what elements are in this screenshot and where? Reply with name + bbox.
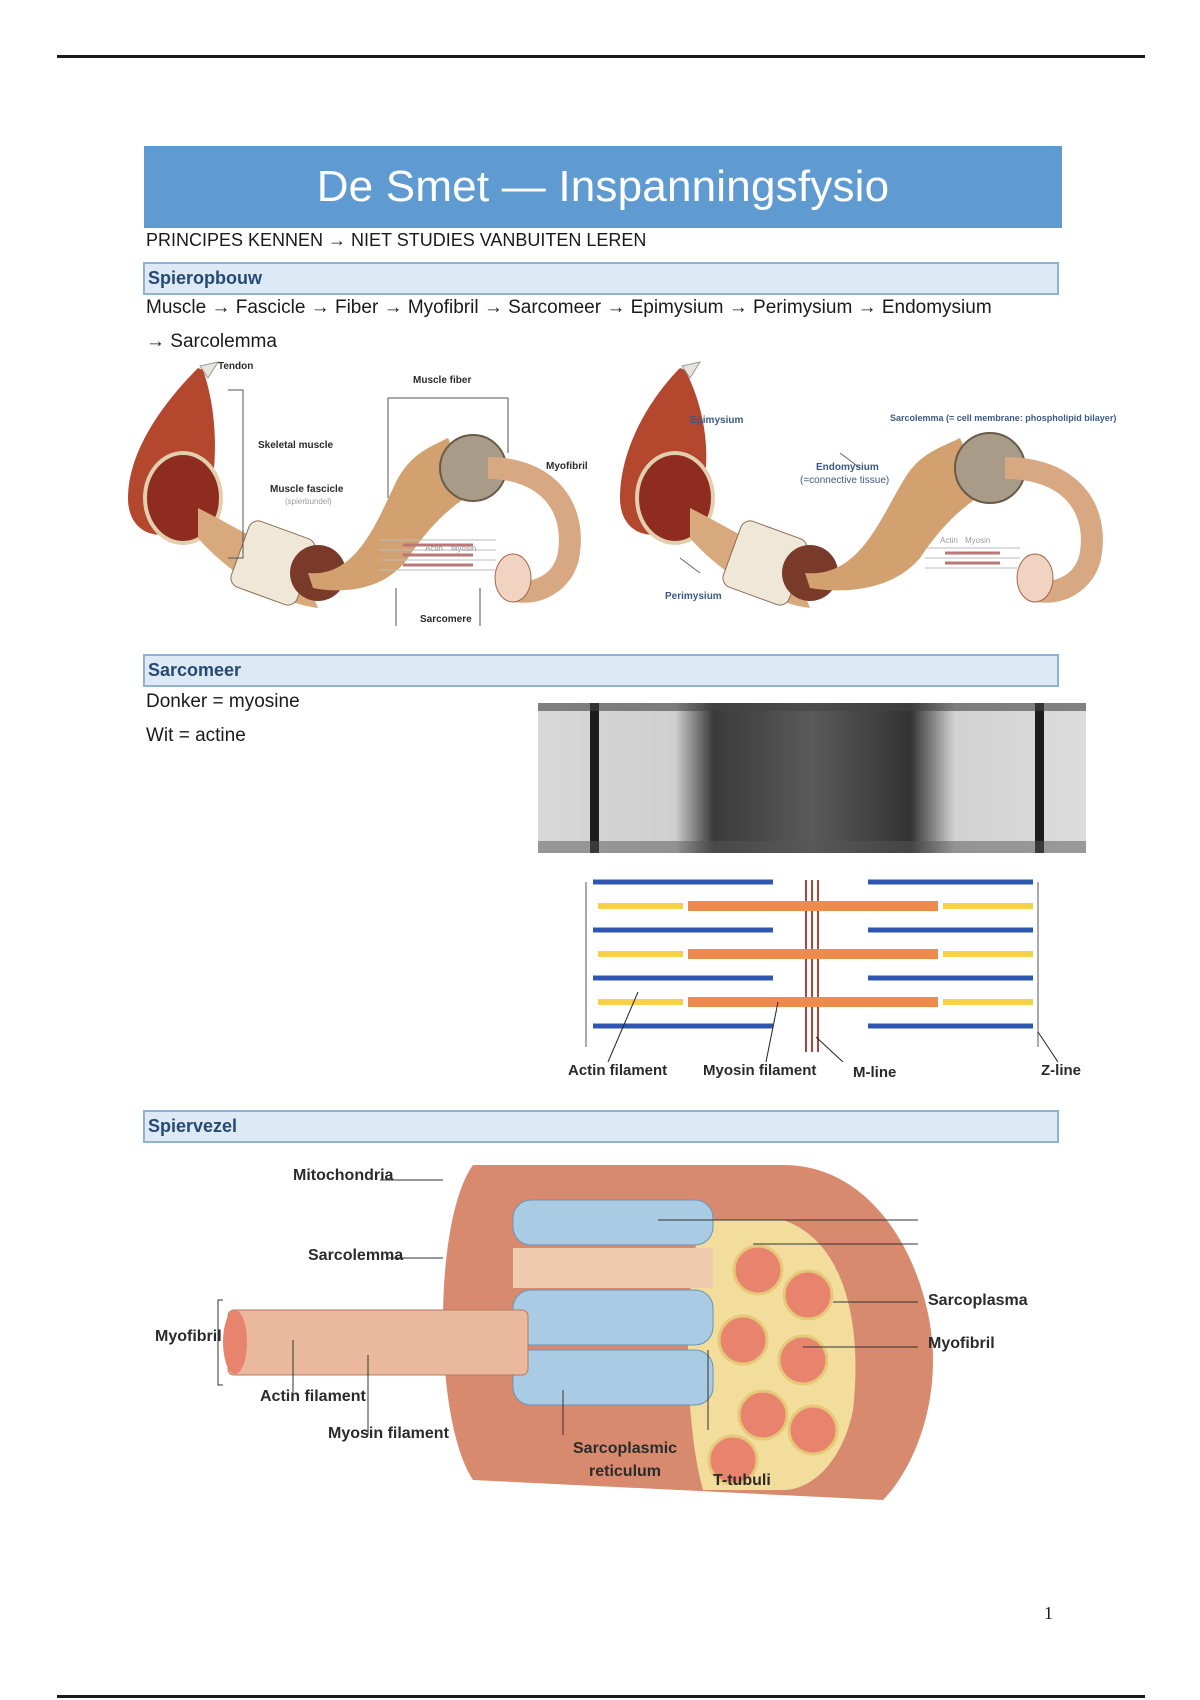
label-muscle-fascicle: Muscle fascicle [270, 484, 344, 495]
label-endomysium: Endomysium [816, 462, 879, 473]
em-top-edge [538, 703, 1086, 711]
label-tendon: Tendon [218, 361, 254, 372]
label-sarcoplasma: Sarcoplasma [928, 1292, 1028, 1309]
myofibril-circle-0 [732, 1244, 784, 1296]
label-myofibril-left: Myofibril [155, 1328, 222, 1345]
electron-micrograph [538, 703, 1086, 853]
structure-chain-line-1: Muscle → Fascicle → Fiber → Myofibril → … [146, 297, 992, 318]
label-endomysium-note: (=connective tissue) [800, 475, 890, 486]
myofibril-bracket [217, 1299, 223, 1386]
exposed-myofibril [513, 1248, 713, 1288]
fiber-shape-right [805, 438, 985, 591]
muscle-hierarchy-figure-left: Tendon Skeletal muscle Muscle fascicle (… [128, 358, 608, 626]
em-band-background [538, 703, 1086, 853]
tendon-shape-right [681, 361, 702, 379]
em-bottom-edge [538, 841, 1086, 853]
label-sarcomere: Sarcomere [420, 614, 472, 625]
label-mitochondria: Mitochondria [293, 1167, 394, 1184]
muscle-fiber-shape [308, 438, 473, 591]
sarcomere-schematic-right [925, 547, 1020, 569]
myofibril-end [494, 553, 532, 603]
myofibril-end-face [223, 1310, 247, 1374]
label-actin-right: Actin [940, 536, 958, 545]
section-heading-spieropbouw: Spieropbouw [143, 262, 1059, 295]
label-sarcoplasmic: Sarcoplasmic [573, 1440, 678, 1457]
subtitle: PRINCIPES KENNEN → NIET STUDIES VANBUITE… [146, 230, 647, 250]
sr-segment-3 [512, 1349, 714, 1406]
label-skeletal-muscle: Skeletal muscle [258, 440, 334, 451]
muscle-fiber-figure: Mitochondria Sarcolemma Myofibril Actin … [143, 1160, 1063, 1505]
structure-chain-line-2: → Sarcolemma [146, 331, 277, 352]
muscle-illustration-right [620, 361, 1103, 608]
label-myosin-right: Myosin [965, 536, 991, 545]
label-m-line: M-line [853, 1064, 897, 1081]
label-actin-filament-fiber: Actin filament [260, 1388, 366, 1405]
header-rule [57, 55, 1145, 58]
myosin-filament-1 [688, 949, 938, 959]
label-myosin: Myosin [451, 544, 477, 553]
myofibril-circle-3 [777, 1334, 829, 1386]
actin-leader [607, 991, 639, 1063]
actin-filaments [593, 879, 1033, 1029]
filament-diagram: Actin filament Myosin filament M-line Z-… [538, 862, 1086, 1092]
m-line-leader [815, 1036, 844, 1063]
label-t-tubuli: T-tubuli [713, 1472, 771, 1489]
label-reticulum: reticulum [589, 1463, 662, 1480]
perimysium-leader [679, 557, 701, 574]
label-muscle-fiber: Muscle fiber [413, 375, 472, 386]
note-dark-myosin: Donker = myosine [146, 691, 300, 712]
section-heading-spiervezel: Spiervezel [143, 1110, 1059, 1143]
page-number: 1 [1044, 1603, 1053, 1623]
myofibril-circle-6 [707, 1434, 759, 1486]
title-banner: De Smet — Inspanningsfysio [144, 146, 1062, 228]
sr-segment-1 [512, 1199, 714, 1246]
muscle-fiber-illustration [217, 1165, 933, 1500]
muscle-illustration-left [128, 361, 581, 626]
label-myofibril: Myofibril [546, 461, 588, 472]
label-epimysium: Epimysium [690, 415, 744, 426]
myofibril-shape-right [1004, 457, 1103, 603]
myofibril-cross-sections [707, 1244, 839, 1486]
label-actin-filament: Actin filament [568, 1062, 668, 1079]
myosin-filament-2 [688, 997, 938, 1007]
protruding-myofibril [227, 1309, 529, 1376]
myosin-filament-0 [688, 901, 938, 911]
label-myofibril-right: Myofibril [928, 1335, 995, 1352]
myofibril-circle-5 [787, 1404, 839, 1456]
myosin-leader [765, 1001, 779, 1063]
label-actin: Actin [425, 544, 443, 553]
label-perimysium: Perimysium [665, 591, 722, 602]
z-disc-left [590, 703, 599, 853]
myofibril-end-right [1016, 553, 1054, 603]
label-myosin-filament: Myosin filament [703, 1062, 817, 1079]
myofibril-circle-2 [717, 1314, 769, 1366]
sarcomere-schematic [380, 539, 496, 626]
tendon-shape [199, 361, 220, 379]
endomysium-leader [839, 452, 861, 469]
document-title: De Smet — Inspanningsfysio [316, 162, 890, 211]
z-line-leader [1037, 1031, 1059, 1063]
myofibril-circle-1 [782, 1269, 834, 1321]
note-white-actin: Wit = actine [146, 725, 246, 746]
muscle-fiber-bracket [387, 397, 509, 498]
label-myosin-filament-fiber: Myosin filament [328, 1425, 449, 1442]
sarcomere-notes: Donker = myosine Wit = actine [146, 685, 300, 753]
sr-segment-2 [512, 1289, 714, 1346]
label-sarcolemma: Sarcolemma [308, 1247, 404, 1264]
label-sarcolemma-note: Sarcolemma (= cell membrane: phospholipi… [890, 413, 1117, 423]
em-image [538, 703, 1086, 853]
z-disc-right [1035, 703, 1044, 853]
myofibril-shape [487, 457, 581, 603]
filament-svg [585, 879, 1059, 1063]
label-z-line: Z-line [1041, 1062, 1081, 1079]
section-heading-sarcomeer: Sarcomeer [143, 654, 1059, 687]
skeletal-muscle-bracket [228, 389, 244, 559]
label-fascicle-note: (spierbundel) [285, 497, 332, 506]
muscle-hierarchy-figure-right: Epimysium Sarcolemma (= cell membrane: p… [620, 358, 1155, 626]
footer-rule [57, 1695, 1145, 1698]
myosin-filaments [598, 901, 1033, 1007]
myofibril-circle-4 [737, 1389, 789, 1441]
structure-chain: Muscle → Fascicle → Fiber → Myofibril → … [146, 291, 992, 359]
